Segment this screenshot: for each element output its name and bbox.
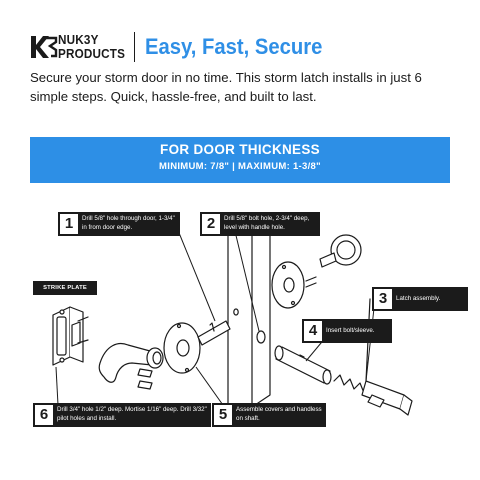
step-5-text: Assemble covers and handless on shaft.	[236, 406, 322, 422]
step-2-text: Drill 5/8" bolt hole, 2-3/4" deep, level…	[224, 215, 310, 231]
knob-assembly	[271, 234, 362, 309]
latch-assembly	[361, 298, 413, 416]
door-panel	[227, 224, 271, 408]
banner-subtitle: MINIMUM: 7/8" | MAXIMUM: 1-3/8"	[159, 161, 321, 172]
header-divider	[134, 32, 135, 62]
strike-plate-label: STRIKE PLATE	[33, 281, 97, 295]
diagram-illustration	[52, 222, 413, 416]
brand-mark-icon	[31, 36, 58, 58]
step-5-number: 5	[214, 405, 232, 425]
header: NUK3Y PRODUCTS Easy, Fast, Secure	[30, 30, 460, 66]
step-3-text: Latch assembly.	[396, 295, 441, 302]
step-3-number: 3	[374, 289, 392, 309]
leader-step-1	[174, 222, 216, 322]
brand-line-1: NUK3Y	[58, 32, 99, 47]
tagline: Easy, Fast, Secure	[145, 34, 323, 59]
step-6-text: Drill 3/4" hole 1/2" deep. Mortise 1/16"…	[57, 406, 207, 422]
brand-line-2: PRODUCTS	[58, 46, 126, 61]
step-4-text: Insert bolt/sleeve.	[326, 327, 375, 334]
step-6-number: 6	[35, 405, 53, 425]
step-2-callout: 2 Drill 5/8" bolt hole, 2-3/4" deep, lev…	[200, 212, 320, 236]
intro-text: Secure your storm door in no time. This …	[30, 70, 422, 104]
bolt-sleeve	[274, 345, 332, 385]
step-2-number: 2	[202, 214, 220, 234]
installation-diagram: 1 Drill 5/8" hole through door, 1-3/4" i…	[0, 195, 480, 480]
step-5-callout: 5 Assemble covers and handless on shaft.	[212, 403, 326, 427]
lever-handle	[98, 342, 164, 390]
step-1-text: Drill 5/8" hole through door, 1-3/4" in …	[82, 215, 175, 231]
strike-plate	[52, 306, 89, 366]
brand-name: NUK3Y PRODUCTS	[58, 33, 125, 61]
leader-step-6	[55, 366, 59, 406]
step-4-number: 4	[304, 321, 322, 341]
step-1-callout: 1 Drill 5/8" hole through door, 1-3/4" i…	[58, 212, 180, 236]
step-6-callout: 6 Drill 3/4" hole 1/2" deep. Mortise 1/1…	[33, 403, 211, 427]
step-3-callout: 3 Latch assembly.	[372, 287, 468, 311]
banner-title: FOR DOOR THICKNESS	[160, 142, 320, 157]
brand-logo: NUK3Y PRODUCTS	[30, 32, 130, 64]
rose-plate	[163, 320, 231, 374]
step-4-callout: 4 Insert bolt/sleeve.	[302, 319, 392, 343]
door-thickness-banner: FOR DOOR THICKNESS MINIMUM: 7/8" | MAXIM…	[30, 137, 450, 183]
leader-step-2	[232, 222, 260, 332]
step-1-number: 1	[60, 214, 78, 234]
